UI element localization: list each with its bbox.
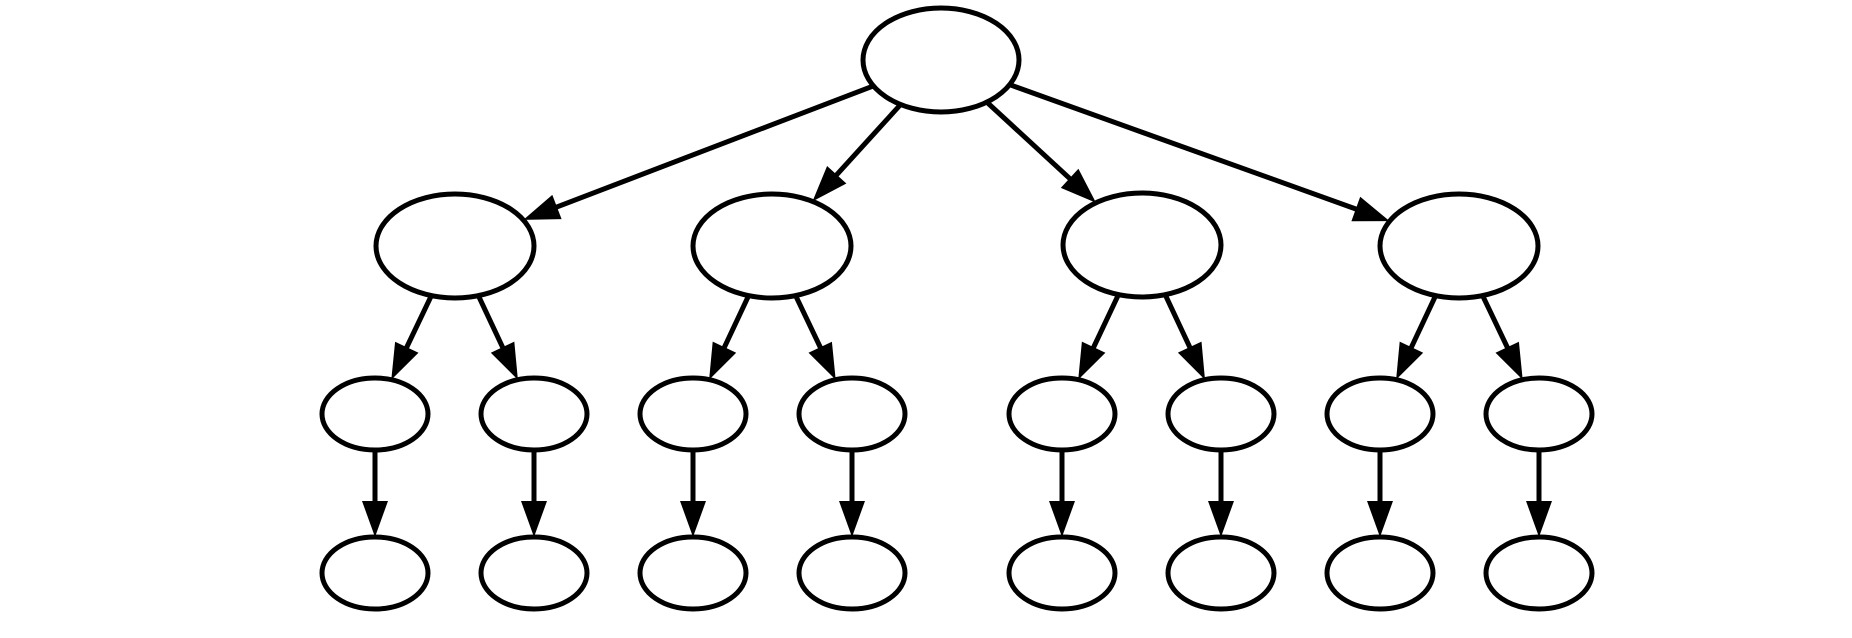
edge-line [476,294,506,350]
arrowhead [680,501,706,537]
arrowhead [808,341,836,380]
edge-d-to-d2 [1480,294,1523,380]
edge-root-to-a [523,83,875,220]
arrowhead [1078,341,1106,380]
arrowhead [521,501,547,537]
edge-line [1008,82,1359,212]
arrowhead [1049,501,1075,537]
tree-node-c1 [1006,375,1118,453]
edge-line [1408,294,1438,350]
tree-node-d2 [1483,375,1595,453]
tree-node-c2 [1165,375,1277,453]
arrowhead [1060,168,1096,203]
arrowhead [362,501,388,537]
edge-a-to-a1 [391,294,434,380]
edge-a1-to-a1x [362,450,388,537]
edge-root-to-b [812,102,903,202]
edge-root-to-d [1008,82,1390,222]
tree-node-b1x [637,534,749,612]
edge-c2-to-c2x [1208,450,1234,537]
arrowhead [1208,501,1234,537]
tree-node-a [373,191,537,301]
edge-line [1090,293,1121,351]
edge-line [721,294,751,350]
tree-node-a1x [319,534,431,612]
edge-line [403,294,434,351]
edge-b1-to-b1x [680,450,706,537]
edge-d1-to-d1x [1367,450,1393,537]
arrowhead [812,166,847,202]
arrowhead [1177,341,1205,380]
tree-node-c [1060,190,1224,300]
tree-node-b2 [796,375,908,453]
edges-layer [362,82,1552,537]
tree-node-d2x [1483,534,1595,612]
edge-line [1480,294,1511,351]
arrowhead [1495,341,1523,380]
arrowhead [839,501,865,537]
edge-b-to-b2 [793,294,836,380]
arrowhead [391,341,419,380]
nodes-layer [319,5,1595,612]
edge-a-to-a2 [476,294,518,380]
tree-node-d1x [1324,534,1436,612]
tree-node-a2x [478,534,590,612]
arrowhead [1526,501,1552,537]
edge-line [985,100,1073,182]
edge-line [833,102,903,178]
tree-node-b1 [637,375,749,453]
tree-node-a1 [319,375,431,453]
edge-line [1162,293,1193,350]
edge-b-to-b1 [709,294,751,380]
edge-b2-to-b2x [839,450,865,537]
tree-node-root [860,5,1022,115]
edge-a2-to-a2x [521,450,547,537]
arrowhead [1367,501,1393,537]
edge-c-to-c1 [1078,293,1121,380]
edge-d-to-d1 [1396,294,1438,380]
tree-node-b2x [796,534,908,612]
arrowhead [1396,341,1424,380]
edge-c-to-c2 [1162,293,1205,380]
tree-node-a2 [478,375,590,453]
tree-node-c2x [1165,534,1277,612]
tree-node-c1x [1006,534,1118,612]
edge-line [554,83,875,211]
arrowhead [523,194,562,220]
tree-node-b [690,191,854,301]
arrowhead [709,341,737,380]
arrowhead [1351,196,1390,222]
edge-root-to-c [985,100,1096,203]
arrowhead [490,341,518,380]
edge-line [793,294,824,351]
edge-d2-to-d2x [1526,450,1552,537]
edge-c1-to-c1x [1049,450,1075,537]
tree-node-d [1377,191,1541,301]
tree-node-d1 [1324,375,1436,453]
